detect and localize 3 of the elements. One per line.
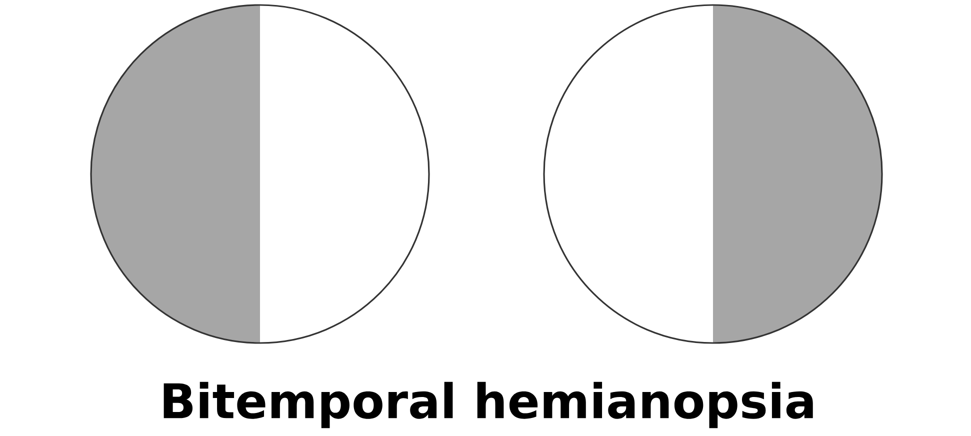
visual-field-circle: [543, 4, 883, 344]
diagram-title: Bitemporal hemianopsia: [164, 382, 813, 428]
visual-field-circle: [90, 4, 430, 344]
